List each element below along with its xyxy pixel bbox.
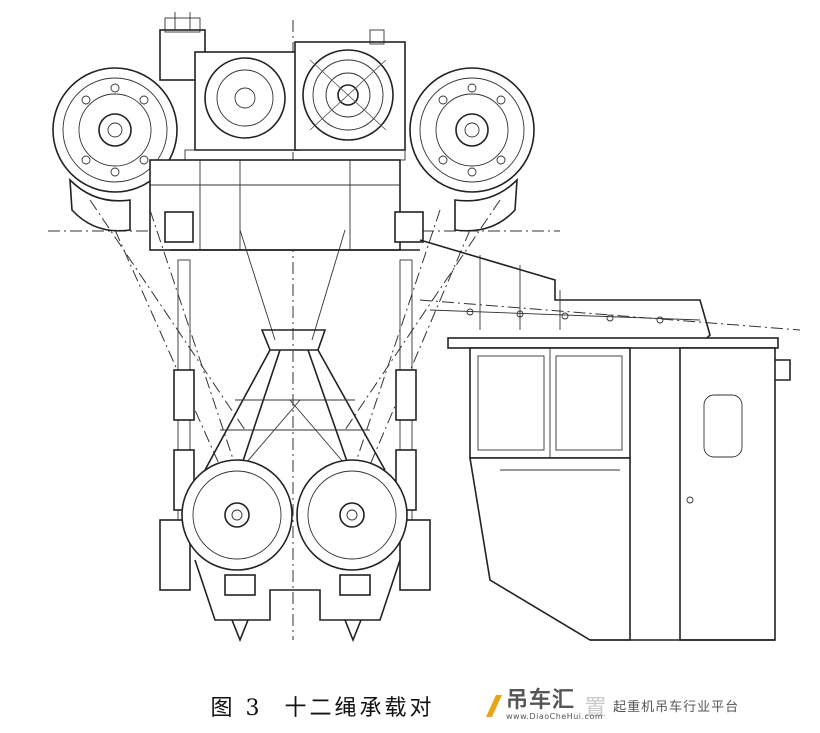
figure-number: 图 3 — [210, 696, 263, 721]
watermark-url: www.DiaoCheHui.com — [506, 711, 604, 721]
hook-sheave-right — [296, 459, 408, 571]
hook-sheave-left — [181, 459, 293, 571]
rope-guide-beam — [419, 239, 711, 346]
figure-caption: 图 3 十二绳承载对 置 — [0, 686, 820, 726]
centerline-cab — [419, 299, 801, 331]
hook-base — [194, 559, 401, 643]
left-upper-sheave — [52, 67, 178, 232]
hook-block-truss — [204, 329, 386, 471]
watermark-brand: 吊车汇 — [506, 687, 576, 713]
trolley-frame — [149, 159, 424, 251]
watermark-brand-block: 吊车汇 www.DiaoCheHui.com — [506, 687, 604, 721]
engineering-drawing — [48, 12, 801, 643]
operator-cab — [447, 337, 791, 641]
watermark: 吊车汇 www.DiaoCheHui.com 起重机吊车行业平台 — [484, 687, 746, 722]
watermark-slogan: 起重机吊车行业平台 — [613, 699, 740, 715]
right-upper-sheave — [409, 67, 535, 232]
gearbox-motor-assembly — [159, 12, 406, 161]
twelve-rope-hoist-drawing — [48, 12, 801, 643]
crane-logo-icon — [484, 691, 504, 719]
figure-title: 十二绳承载对 — [284, 696, 435, 721]
